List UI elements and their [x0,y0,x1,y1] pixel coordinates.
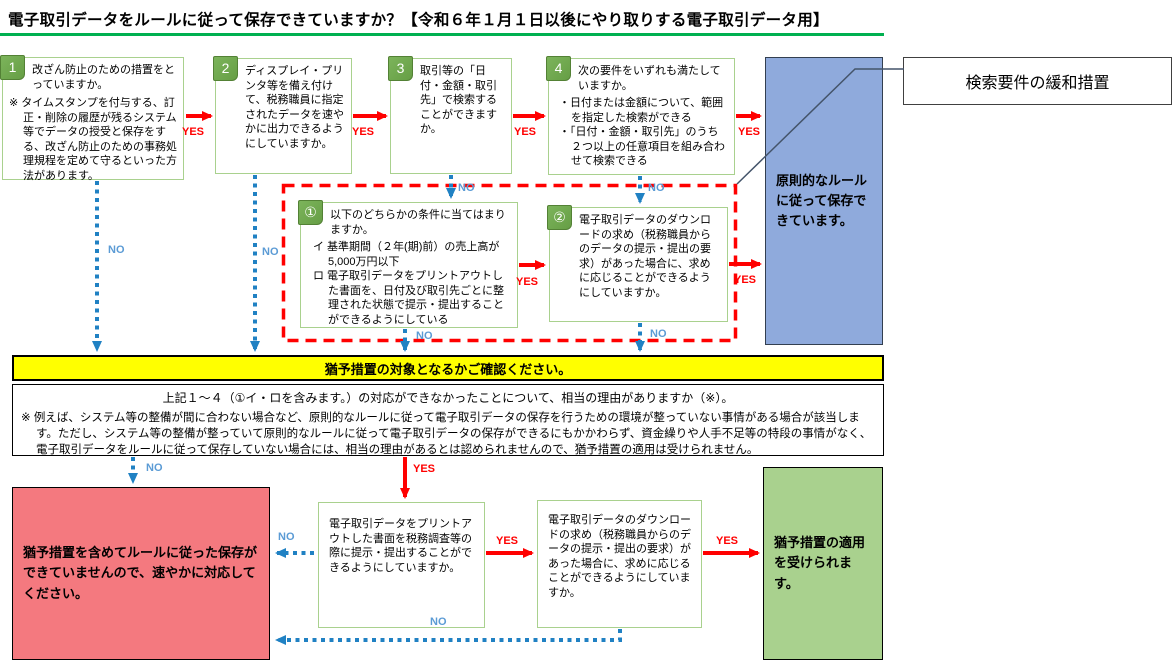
step-4-requirements: ・日付または金額について、範囲を指定した検索ができる ・「日付・金額・取引先」の… [549,95,734,171]
search-relief-callout-text: 検索要件の緩和措置 [965,75,1110,92]
step-4-requirement: ・「日付・金額・取引先」のうち２つ以上の任意項目を組み合わせて検索できる [559,126,725,168]
no-label: NO [108,244,125,256]
no-label: NO [648,182,665,194]
download-request-badge: ② [547,205,572,230]
no-label: NO [650,328,667,340]
yes-label: YES [716,535,739,547]
reasonable-cause-box: 上記１～４（①イ・ロを含みます。）の対応ができなかったことについて、相当の理由が… [12,384,884,456]
title-underline [0,33,884,36]
relief-condition-box: ① 以下のどちらかの条件に当てはまりますか。 イ 基準期間（２年(期)前）の売上… [298,200,518,329]
relief-condition-question: 以下のどちらかの条件に当てはまりますか。 [330,209,506,236]
relief-condition-item: ロ 電子取引データをプリントアウトした書面を、日付及び取引先ごとに整理された状態… [313,270,504,326]
yes-label: YES [514,126,537,138]
step-3-box: 3 取引等の「日付・金額・取引先」で検索することができますか。 [388,56,512,174]
no-label: NO [146,462,163,474]
grace-download-question-box: 電子取引データのダウンロードの求め（税務職員からのデータの提示・提出の要求）があ… [537,500,702,628]
grace-result-box: 猶予措置の適用を受けられます。 [763,467,883,660]
download-request-box: ② 電子取引データのダウンロードの求め（税務職員からのデータの提示・提出の要求）… [547,205,728,322]
no-label: NO [278,531,295,543]
no-label: NO [458,182,475,194]
yes-label: YES [182,126,205,138]
step-2-badge: 2 [213,56,238,81]
yes-label: YES [352,126,375,138]
non-compliant-result-text: 猶予措置を含めてルールに従った保存ができていませんので、速やかに対応してください… [23,545,258,601]
relief-condition-item: イ 基準期間（２年(期)前）の売上高が5,000万円以下 [313,241,500,268]
step-2-question: ディスプレイ・プリンタ等を備え付けて、税務職員に指定されたデータを速やかに出力で… [245,65,344,150]
relief-condition-badge: ① [298,200,323,225]
connector-no-download-fail [275,629,622,645]
no-label: NO [430,616,447,628]
printout-question-box: 電子取引データをプリントアウトした書面を税務調査等の際に提示・提出することができ… [318,502,485,628]
grace-check-banner-text: 猶予措置の対象となるかご確認ください。 [324,361,572,377]
relief-condition-items: イ 基準期間（２年(期)前）の売上高が5,000万円以下 ロ 電子取引データをプ… [301,239,517,329]
search-relief-callout: 検索要件の緩和措置 [903,57,1172,105]
step-4-requirement: ・日付または金額について、範囲を指定した検索ができる [559,97,724,124]
step-2-box: 2 ディスプレイ・プリンタ等を備え付けて、税務職員に指定されたデータを速やかに出… [213,56,352,174]
yes-label: YES [734,274,757,286]
step-4-box: 4 次の要件をいずれも満たしていますか。 ・日付または金額について、範囲を指定し… [546,56,735,175]
reasonable-cause-note: ※ 例えば、システム等の整備が間に合わない場合など、原則的なルールに従って電子取… [21,411,872,456]
step-1-box: 1 改ざん防止のための措置をとっていますか。 ※ タイムスタンプを付与する、訂正… [0,55,184,182]
step-3-question: 取引等の「日付・金額・取引先」で検索することができますか。 [420,65,497,136]
step-1-question: 改ざん防止のための措置をとっていますか。 [32,64,175,91]
grace-check-banner: 猶予措置の対象となるかご確認ください。 [12,355,884,381]
step-1-badge: 1 [0,55,25,80]
printout-question: 電子取引データをプリントアウトした書面を税務調査等の際に提示・提出することができ… [329,518,472,574]
grace-download-question: 電子取引データのダウンロードの求め（税務職員からのデータの提示・提出の要求）があ… [548,514,691,599]
principle-result-text: 原則的なルールに従って保存できています。 [776,172,868,229]
yes-label: YES [496,535,519,547]
reasonable-cause-question: 上記１～４（①イ・ロを含みます。）の対応ができなかったことについて、相当の理由が… [162,391,734,405]
yes-label: YES [738,126,761,138]
page-title: 電子取引データをルールに従って保存できていますか？【令和６年１月１日以後にやり取… [8,12,829,29]
step-4-badge: 4 [546,56,571,81]
non-compliant-result-box: 猶予措置を含めてルールに従った保存ができていませんので、速やかに対応してください… [12,487,270,660]
no-label: NO [416,330,433,342]
grace-result-text: 猶予措置の適用を受けられます。 [774,535,866,591]
principle-result-box: 原則的なルールに従って保存できています。 [765,57,883,345]
yes-label: YES [413,463,436,475]
step-3-badge: 3 [388,56,413,81]
no-label: NO [262,246,279,258]
step-1-note: ※ タイムスタンプを付与する、訂正・削除の履歴が残るシステム等でデータの授受と保… [9,97,177,182]
step-4-question: 次の要件をいずれも満たしていますか。 [578,65,721,92]
yes-label: YES [516,276,539,288]
download-request-question: 電子取引データのダウンロードの求め（税務職員からのデータの提示・提出の要求）があ… [579,214,711,299]
